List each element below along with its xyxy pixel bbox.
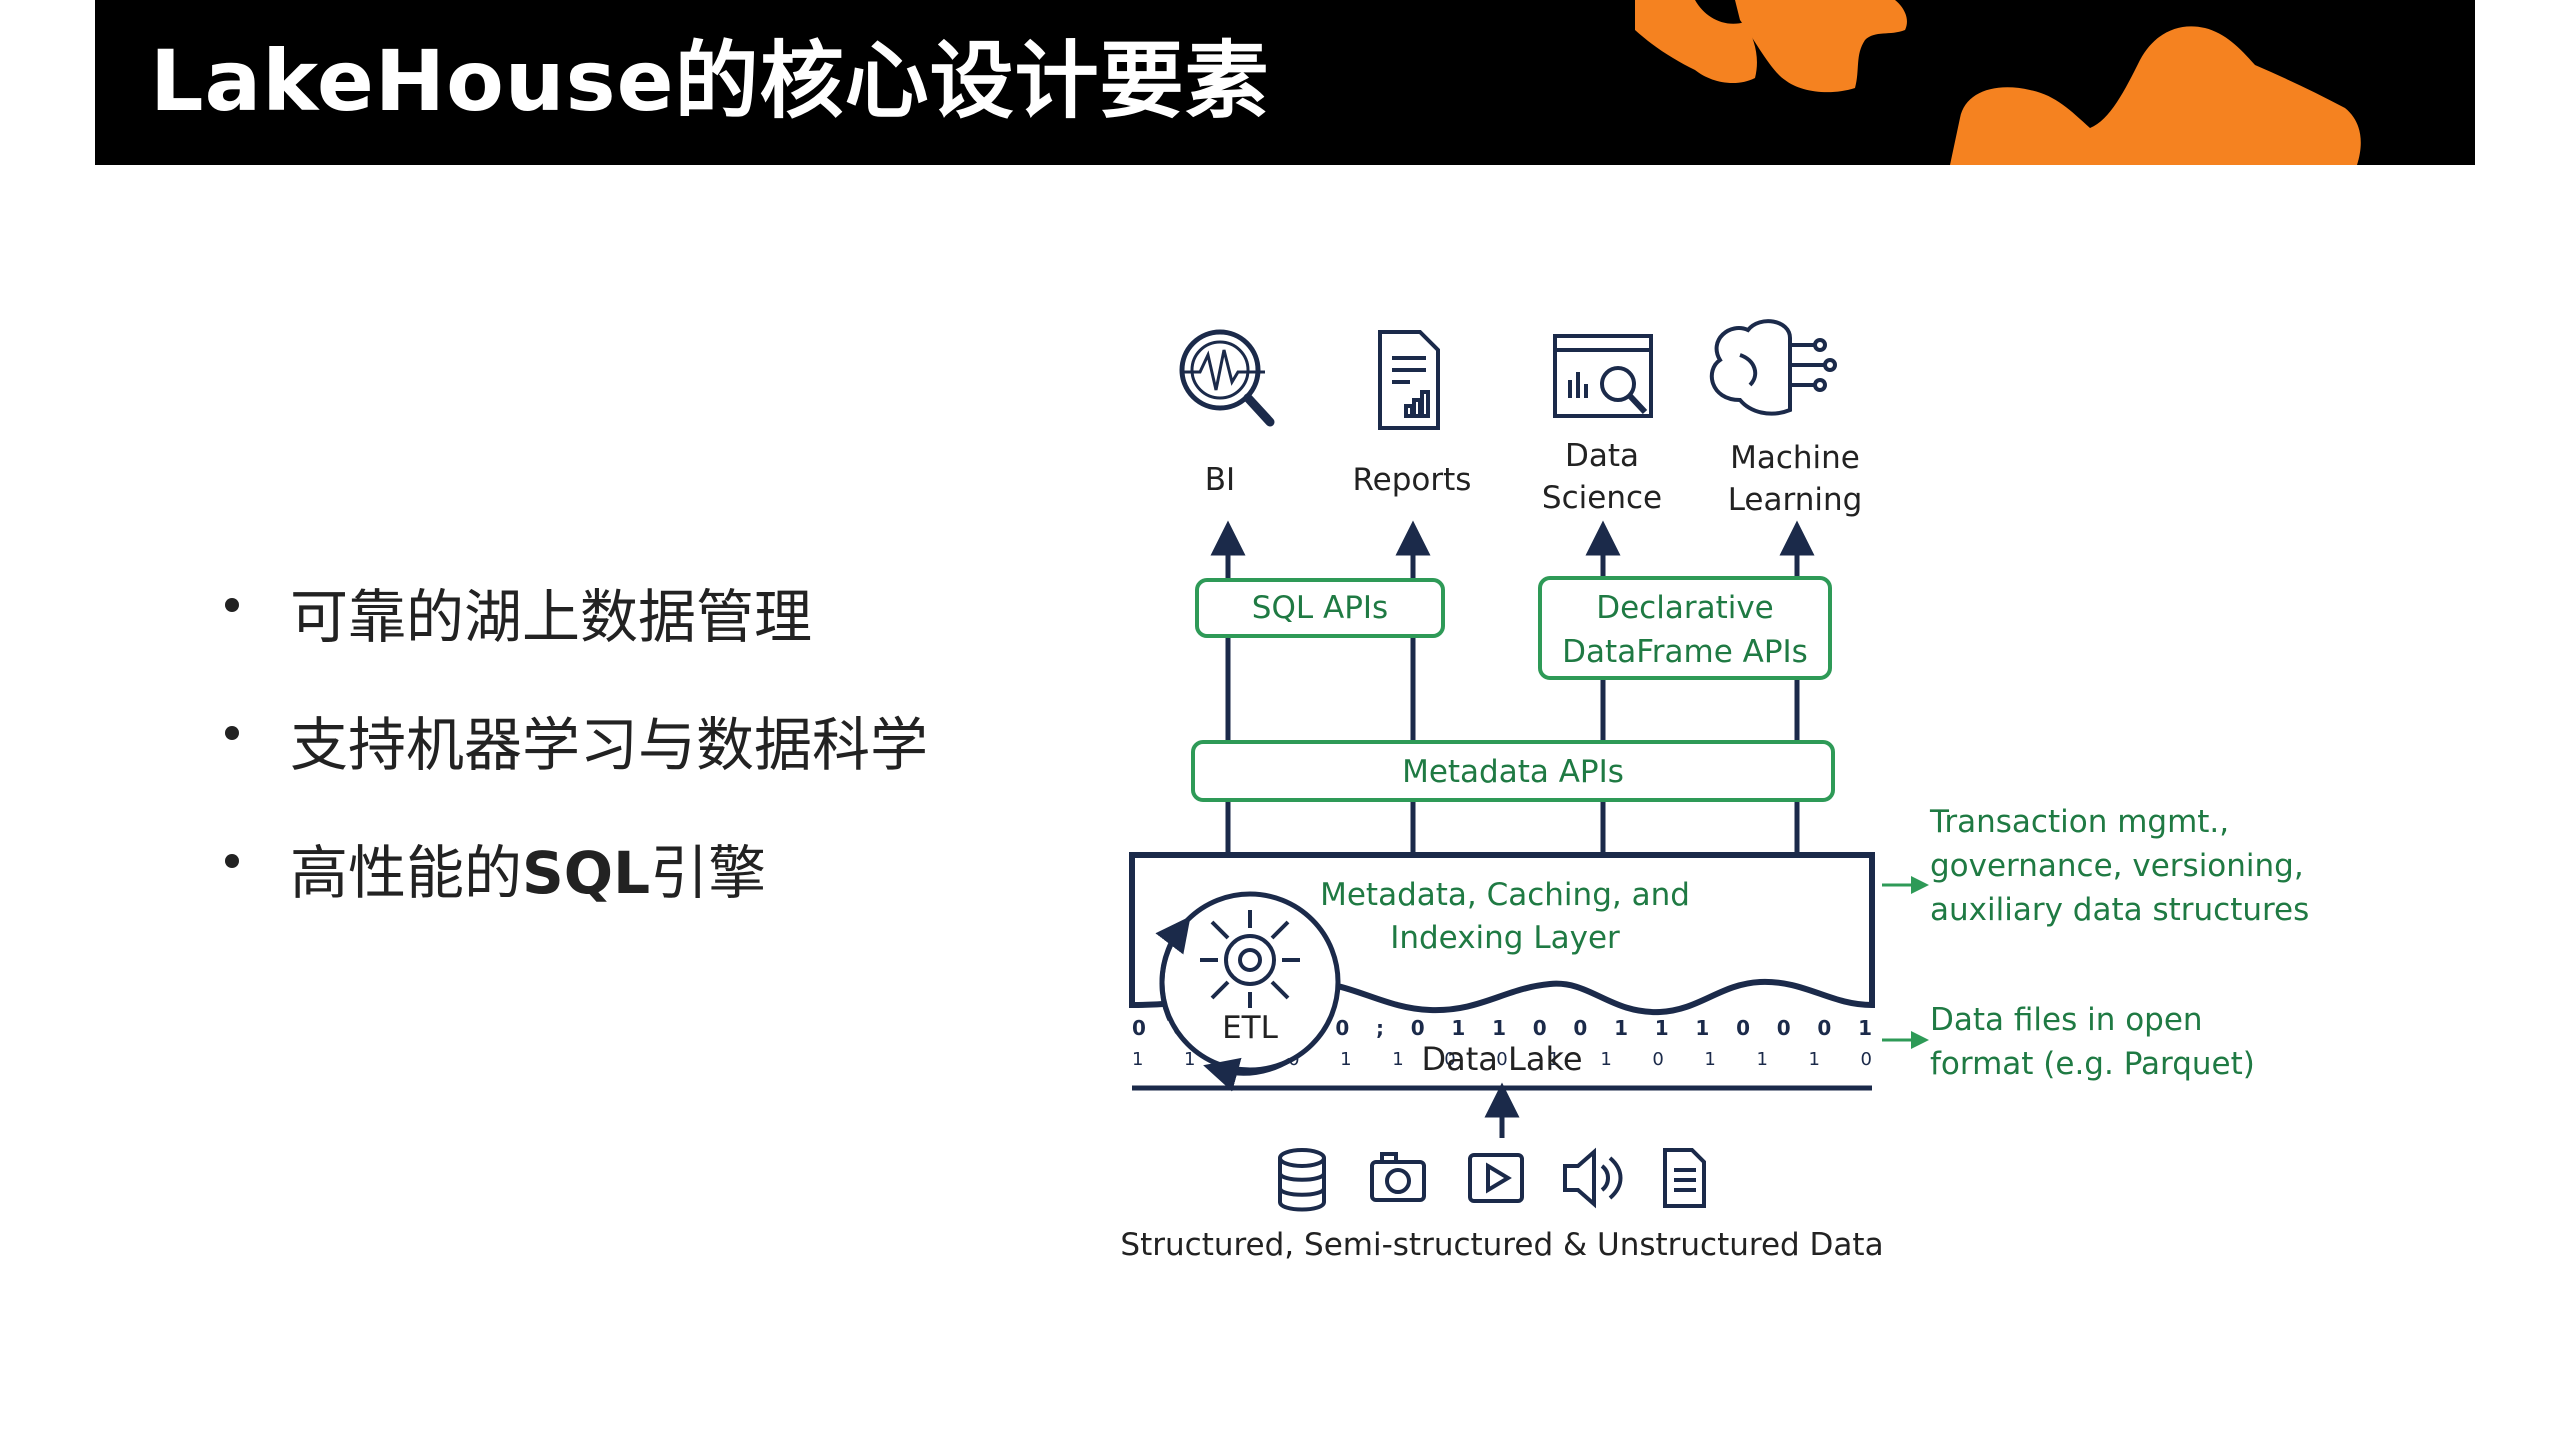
data-screen-icon bbox=[1553, 334, 1653, 418]
etl-label: ETL bbox=[1222, 1010, 1279, 1046]
binary-digits-bottom: 1 1 0 0 1 1 0 0 1 1 0 1 1 1 0 bbox=[1132, 1049, 1872, 1070]
data-lake-label: Data Lake bbox=[1421, 1040, 1582, 1078]
bullet-text: 高性能的 bbox=[290, 839, 523, 907]
machine-learning-label-line1: Machine bbox=[1730, 440, 1860, 476]
slide-title: LakeHouse的核心设计要素 bbox=[150, 32, 1270, 130]
gear-circuit-icon bbox=[1200, 910, 1300, 1008]
video-play-icon bbox=[1468, 1153, 1524, 1203]
report-document-icon bbox=[1378, 330, 1440, 430]
metadata-apis-label: Metadata APIs bbox=[1402, 754, 1624, 790]
sources-label: Structured, Semi-structured & Unstructur… bbox=[1120, 1227, 1883, 1263]
metadata-layer-line2: Indexing Layer bbox=[1390, 920, 1620, 956]
bi-label: BI bbox=[1205, 462, 1235, 498]
header-bar: LakeHouse的核心设计要素 bbox=[95, 0, 2475, 165]
dataframe-apis-line2: DataFrame APIs bbox=[1562, 634, 1808, 670]
sql-apis-label: SQL APIs bbox=[1252, 590, 1388, 626]
side-note-bottom-line1: Data files in open bbox=[1930, 1002, 2203, 1038]
metadata-apis-box bbox=[1191, 740, 1835, 802]
speaker-icon bbox=[1563, 1147, 1623, 1209]
data-science-label-line1: Data bbox=[1565, 438, 1639, 474]
metadata-layer-line1: Metadata, Caching, and bbox=[1320, 877, 1690, 913]
bullet-dot bbox=[225, 598, 239, 612]
data-science-label-line2: Science bbox=[1542, 480, 1662, 516]
side-note-top-line1: Transaction mgmt., bbox=[1929, 804, 2229, 840]
bullet-dot bbox=[225, 726, 239, 740]
brain-circuit-icon bbox=[1709, 319, 1837, 416]
bullet-text: 可靠的湖上数据管理 bbox=[290, 583, 813, 651]
bullet-text: 支持机器学习与数据科学 bbox=[290, 711, 929, 779]
reports-label: Reports bbox=[1353, 462, 1472, 498]
lakehouse-architecture-diagram: BI Reports Data Science Machine Learning… bbox=[1120, 319, 2309, 1263]
bullet-dot bbox=[225, 854, 239, 868]
sql-apis-box bbox=[1195, 578, 1445, 638]
bullet-text-tail: 引擎 bbox=[650, 839, 767, 907]
database-icon bbox=[1278, 1148, 1326, 1212]
dataframe-apis-line1: Declarative bbox=[1596, 590, 1774, 626]
orange-decoration bbox=[1635, 0, 2361, 165]
side-note-top-line2: governance, versioning, bbox=[1930, 848, 2304, 884]
machine-learning-label-line2: Learning bbox=[1728, 482, 1863, 518]
document-icon bbox=[1663, 1148, 1706, 1208]
bullet-bold-text: SQL bbox=[522, 839, 651, 907]
dataframe-apis-box bbox=[1538, 576, 1832, 680]
camera-icon bbox=[1370, 1152, 1426, 1202]
side-note-top-line3: auxiliary data structures bbox=[1930, 892, 2309, 928]
side-note-bottom-line2: format (e.g. Parquet) bbox=[1930, 1046, 2255, 1082]
magnifier-waveform-icon bbox=[1179, 329, 1275, 427]
